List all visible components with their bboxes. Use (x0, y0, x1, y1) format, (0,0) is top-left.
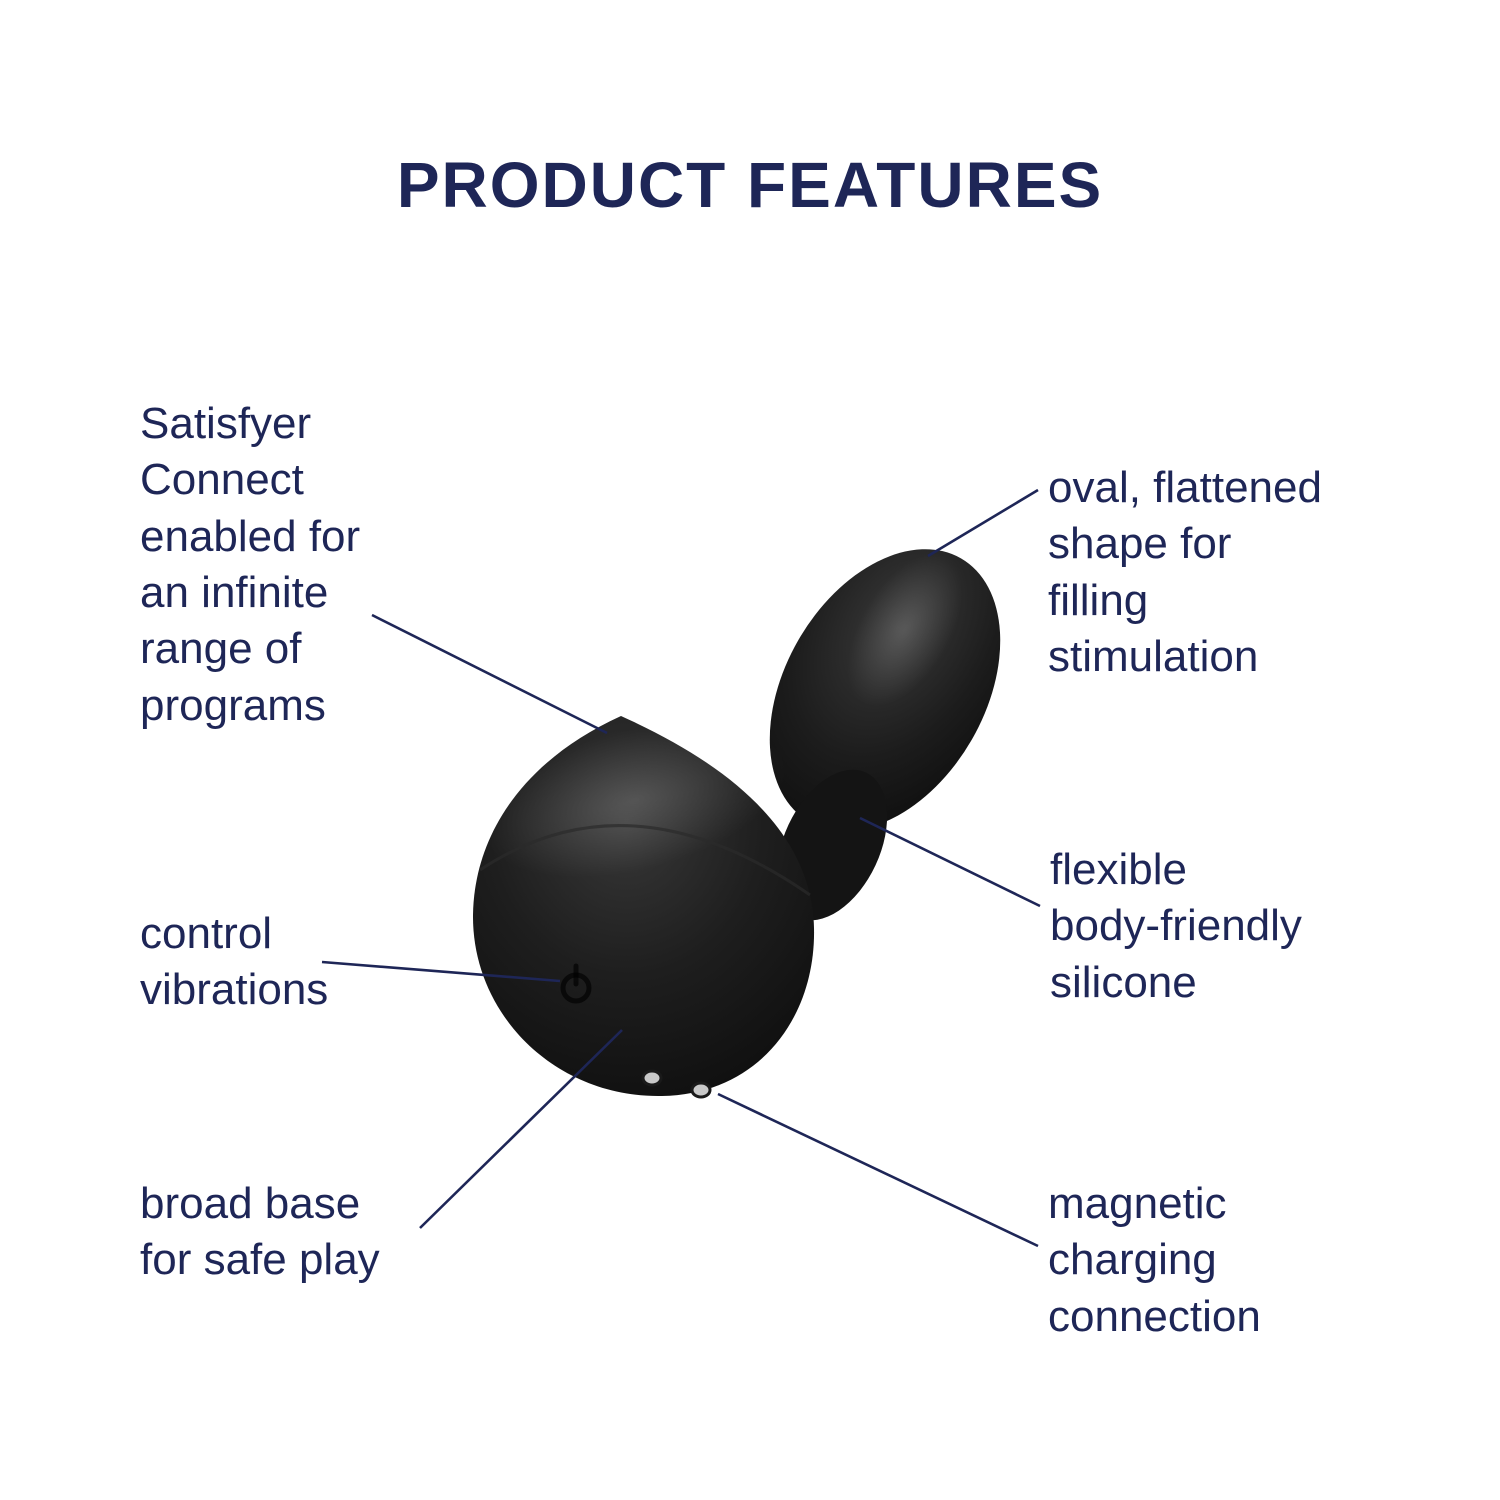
label-oval-flattened-shape: oval, flattened shape for filling stimul… (1048, 463, 1322, 681)
power-icon (560, 963, 592, 1004)
label-control-vibrations: control vibrations (140, 909, 329, 1015)
label-flexible-silicone: flexible body-friendly silicone (1050, 845, 1302, 1007)
base-highlight (483, 722, 787, 878)
callout-line-magnetic (717, 1092, 1039, 1248)
page-title: PRODUCT FEATURES (396, 149, 1104, 221)
label-magnetic-charging: magnetic charging connection (1048, 1179, 1261, 1341)
base-ridge (479, 824, 811, 897)
callout-line-broad (419, 1029, 623, 1229)
bulb-highlight (847, 553, 963, 707)
callout-line-control (321, 960, 561, 983)
callout-line-oval (927, 488, 1039, 558)
callout-line-flexible (859, 816, 1041, 908)
label-broad-base: broad base for safe play (140, 1179, 380, 1285)
charging-contacts-icon (641, 1069, 712, 1099)
callout-line-connect (371, 613, 608, 735)
label-satisfyer-connect: Satisfyer Connect enabled for an infinit… (140, 399, 361, 730)
